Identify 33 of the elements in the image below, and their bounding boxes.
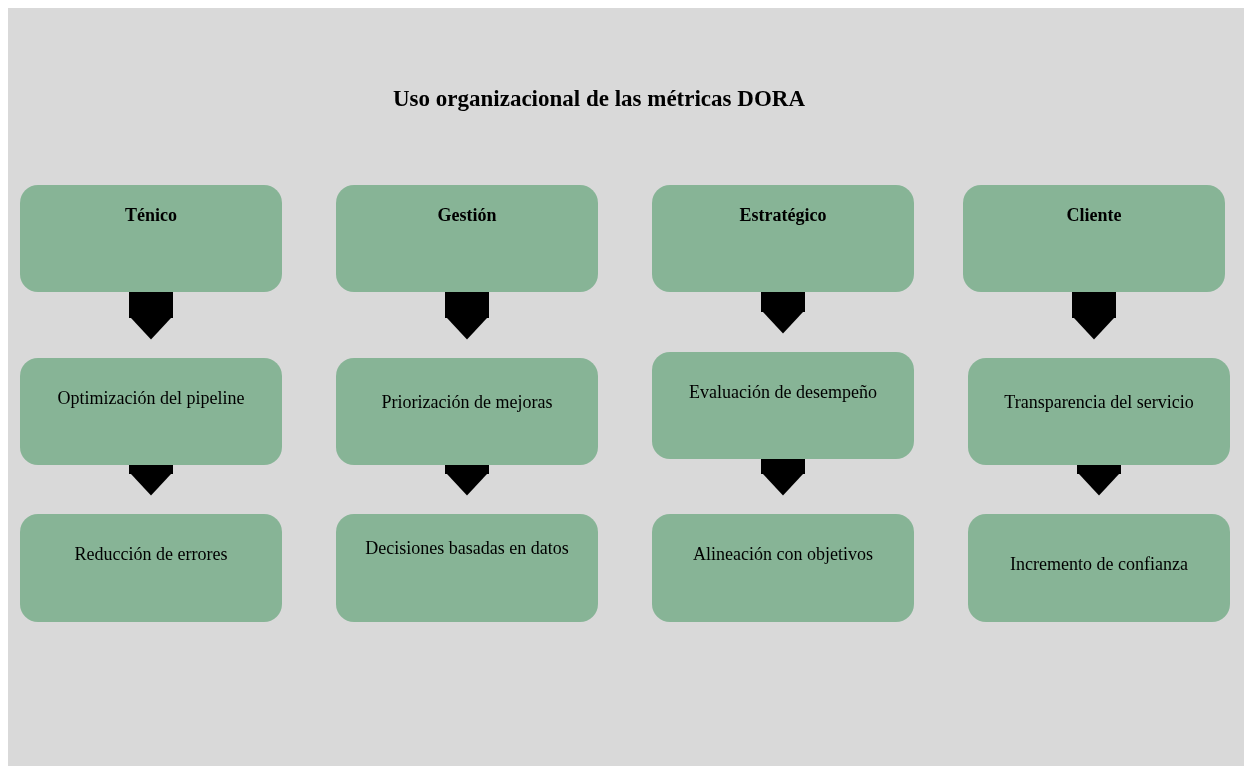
process-box bbox=[20, 514, 282, 622]
category-title: Cliente bbox=[1065, 205, 1123, 226]
box-text: Alineación con objetivos bbox=[692, 544, 874, 565]
category-title: Estratégico bbox=[738, 205, 828, 226]
category-title: Ténico bbox=[124, 205, 178, 226]
box-text: Transparencia del servicio bbox=[1003, 392, 1195, 413]
block-arrow bbox=[1077, 465, 1121, 496]
process-box bbox=[968, 514, 1230, 622]
category-box bbox=[652, 185, 914, 292]
category-box bbox=[20, 185, 282, 292]
process-box bbox=[336, 358, 598, 465]
block-arrow bbox=[445, 292, 489, 340]
diagram-title: Uso organizacional de las métricas DORA bbox=[391, 86, 806, 112]
box-text: Decisiones basadas en datos bbox=[364, 538, 570, 559]
category-title: Gestión bbox=[436, 205, 498, 226]
block-arrow bbox=[761, 459, 805, 496]
block-arrow bbox=[445, 465, 489, 496]
process-box bbox=[336, 514, 598, 622]
block-arrow bbox=[1072, 292, 1116, 340]
process-box bbox=[652, 352, 914, 459]
box-text: Evaluación de desempeño bbox=[688, 382, 878, 403]
box-text: Optimización del pipeline bbox=[56, 388, 246, 409]
process-box bbox=[20, 358, 282, 465]
block-arrow bbox=[129, 465, 173, 496]
block-arrow bbox=[129, 292, 173, 340]
block-arrow bbox=[761, 292, 805, 334]
box-text: Priorización de mejoras bbox=[380, 392, 554, 413]
box-text: Incremento de confianza bbox=[1009, 554, 1189, 575]
box-text: Reducción de errores bbox=[73, 544, 229, 565]
category-box bbox=[963, 185, 1225, 292]
category-box bbox=[336, 185, 598, 292]
process-box bbox=[968, 358, 1230, 465]
process-box bbox=[652, 514, 914, 622]
